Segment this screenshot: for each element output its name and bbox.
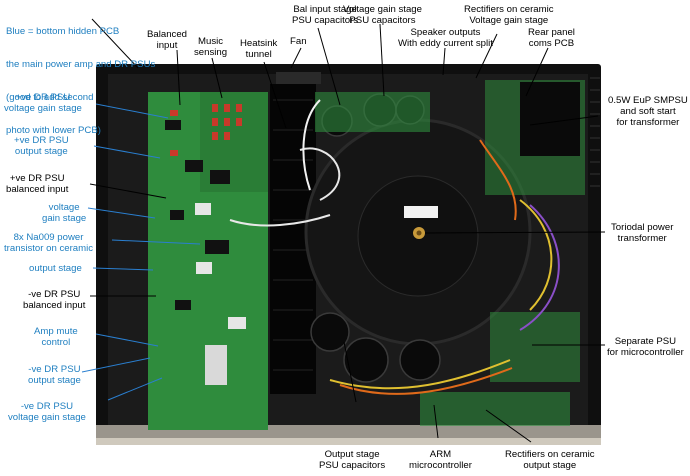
label-output-stage: output stage	[29, 263, 82, 274]
pcb-components	[170, 104, 242, 156]
label-bal-input-psu: Bal input stage PSU capacitors	[292, 4, 359, 26]
ribbon-cable	[205, 345, 227, 385]
arm-board	[420, 392, 570, 426]
pcb-chips	[165, 120, 230, 310]
note-line-4: photo with lower PCB)	[6, 125, 101, 136]
label-separate-psu: Separate PSU for microcontroller	[607, 336, 684, 358]
psu-board-top	[315, 92, 430, 132]
blue-pointers	[81, 103, 201, 401]
label-output-psu: Output stage PSU capacitors	[319, 449, 386, 471]
label-pos-dr-balanced: +ve DR PSU balanced input	[6, 173, 69, 195]
black-pointers	[89, 18, 606, 443]
label-rear-panel: Rear panel coms PCB	[528, 27, 575, 49]
note-line-3: (good to add second	[6, 92, 94, 103]
label-voltage-gain-stage: voltage gain stage	[42, 202, 87, 224]
label-pos-dr-vgain: +ve DR PSU voltage gain stage	[4, 92, 82, 114]
label-neg-dr-vgain: -ve DR PSU voltage gain stage	[8, 401, 86, 423]
label-arm: ARM microcontroller	[409, 449, 472, 471]
label-vgain-psu: Voltage gain stage PSU capacitors	[343, 4, 422, 26]
label-smpsu: 0.5W EuP SMPSU and soft start for transf…	[608, 95, 688, 128]
label-na009: 8x Na009 power transistor on ceramic	[4, 232, 94, 254]
label-heatsink-tunnel: Heatsink tunnel	[240, 38, 278, 60]
toroid-bolt-centre	[416, 230, 422, 236]
label-neg-dr-output: -ve DR PSU output stage	[28, 364, 81, 386]
right-heatsink	[590, 77, 600, 187]
note: Blue = bottom hidden PCB the main power …	[6, 4, 155, 158]
wires	[229, 99, 560, 395]
label-neg-dr-balanced: -ve DR PSU balanced input	[23, 289, 86, 311]
front-panel-edge	[96, 438, 601, 445]
toroid-sticker	[404, 206, 438, 218]
smpsu-cover	[520, 82, 580, 156]
label-speaker-outputs: Speaker outputs With eddy current split	[398, 27, 493, 49]
label-music-sensing: Music sensing	[194, 36, 228, 58]
label-pos-dr-output: +ve DR PSU output stage	[14, 135, 69, 157]
note-line-1: Blue = bottom hidden PCB	[6, 26, 120, 37]
label-balanced-input: Balanced input	[147, 29, 188, 51]
label-rectifiers-vgain: Rectifiers on ceramic Voltage gain stage	[464, 4, 554, 26]
note-line-2: the main power amp and DR PSUs	[6, 59, 156, 70]
label-fan: Fan	[290, 36, 307, 47]
fan	[276, 72, 321, 84]
pcb-relays	[195, 203, 246, 329]
label-amp-mute: Amp mute control	[34, 326, 78, 348]
label-rectifiers-output: Rectifiers on ceramic output stage	[505, 449, 595, 471]
label-toroidal: Toriodal power transformer	[611, 222, 674, 244]
